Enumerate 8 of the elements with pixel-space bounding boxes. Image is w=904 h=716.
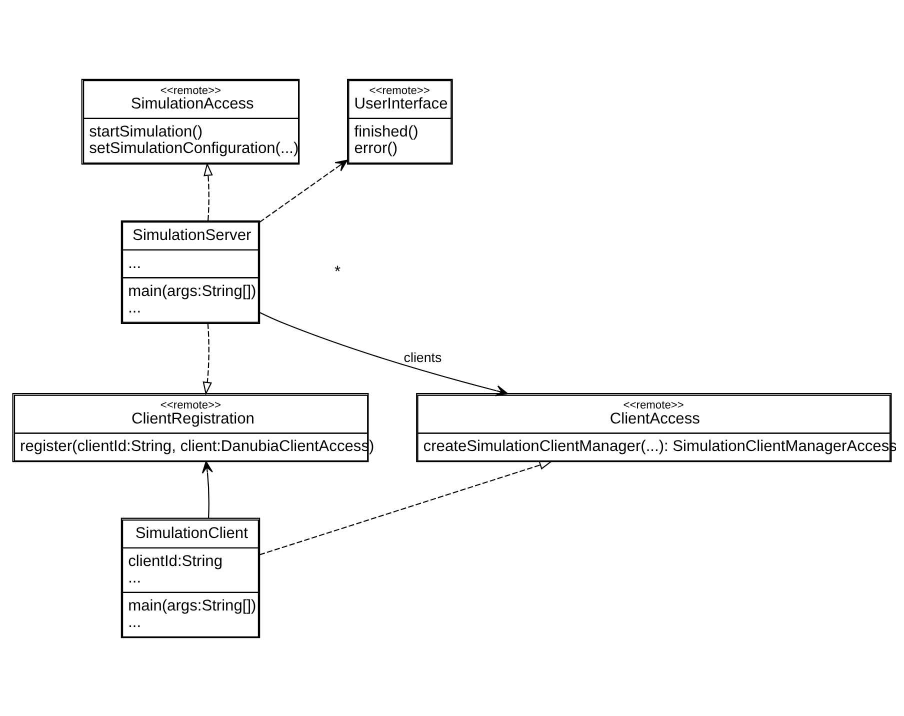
arrow (259, 159, 348, 222)
arrow (259, 312, 508, 396)
label: * (334, 262, 341, 280)
arrow (202, 460, 213, 518)
arrow (204, 162, 213, 220)
arrow (202, 322, 212, 395)
edge-label: clients (404, 349, 442, 364)
arrow (260, 460, 553, 555)
